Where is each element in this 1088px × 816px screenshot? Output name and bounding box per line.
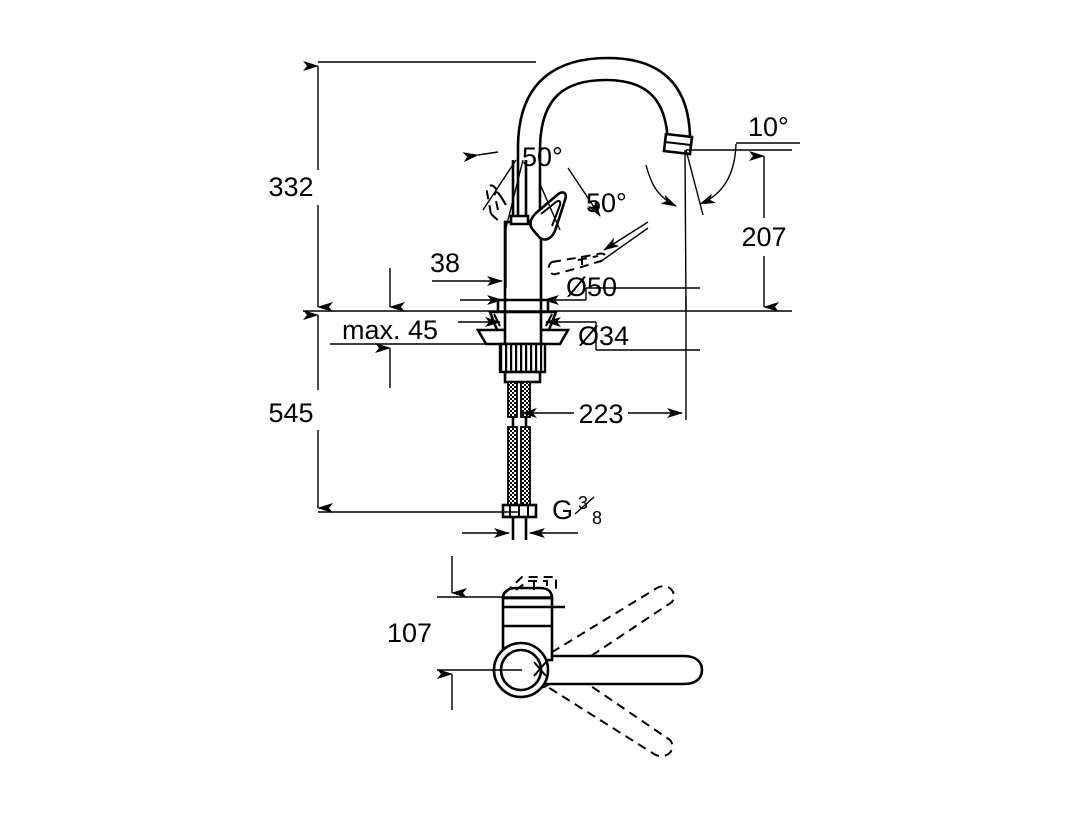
- dimension-207: 207: [686, 149, 792, 312]
- dimension-label-10deg: 10°: [748, 112, 789, 142]
- leader-50-right-b: [539, 183, 561, 231]
- dimension-label-107: 107: [387, 618, 432, 648]
- dimension-label-d50: Ø50: [566, 272, 617, 302]
- dimension-label-max45: max. 45: [342, 315, 438, 345]
- dimension-label-223: 223: [578, 399, 623, 429]
- hose-end-fitting-g38: [501, 503, 538, 540]
- dimension-d34: Ø34: [458, 317, 700, 351]
- plan-centre-cross: [533, 661, 547, 677]
- handle-lever-solid: [529, 191, 568, 241]
- plan-handle-ghost-top: [504, 576, 557, 594]
- dimension-label-332: 332: [268, 172, 313, 202]
- leader-50-left-arrow: [462, 151, 499, 163]
- handle-lever-ghost-left: [485, 184, 509, 223]
- dimension-label-545: 545: [268, 398, 313, 428]
- spout-outlet-aerator: [662, 132, 694, 156]
- hose-lower-braided: [507, 426, 531, 513]
- hose-upper-braided: [507, 381, 531, 418]
- dimension-107: 107: [387, 556, 552, 710]
- spout-swivel-annotation: 10°: [645, 112, 800, 312]
- leader-50-left-b: [505, 159, 524, 229]
- leader-50-right-c: [603, 221, 649, 251]
- spout-tilt-ray: [685, 149, 704, 216]
- dimension-223: 223: [521, 296, 687, 429]
- spout-vertical-centerline: [684, 149, 687, 312]
- thread-label-g: G: [552, 495, 573, 525]
- spout-tilt-arc-left: [645, 164, 677, 207]
- top-plan-view: [492, 576, 704, 758]
- handle-stem: [509, 160, 530, 226]
- thread-fraction-slash: [574, 496, 595, 515]
- dimension-332-545-column: 332 545: [268, 61, 536, 513]
- spout-outer-arc: [516, 56, 692, 238]
- dimension-max45: max. 45: [330, 268, 500, 388]
- leader-50-right-d: [599, 227, 649, 263]
- dimension-d50: Ø50: [460, 272, 700, 305]
- leader-50-left-a: [482, 159, 517, 211]
- plan-lever-ghost-upper: [523, 585, 675, 689]
- dimension-label-38: 38: [430, 248, 460, 278]
- dimension-label-50-right: 50°: [586, 188, 627, 218]
- escutcheon-and-washer-stack: [475, 310, 571, 346]
- dimension-label-50-left: 50°: [522, 142, 563, 172]
- faucet-body-column: [503, 220, 543, 314]
- leader-50-right-a: [567, 167, 601, 217]
- dimension-label-d34: Ø34: [578, 321, 629, 351]
- thread-label-numerator: 3: [578, 493, 588, 513]
- handle-swivel-annotations: 50° 50°: [462, 142, 649, 263]
- dimension-38: 38: [430, 222, 507, 288]
- thread-callout-g38: G 3 8: [462, 493, 602, 538]
- dimension-label-207: 207: [741, 222, 786, 252]
- locknut-knurled: [498, 342, 547, 384]
- spout-tilt-arc-right: [699, 143, 737, 205]
- thread-label-denominator: 8: [592, 508, 602, 528]
- spout-inner-arc: [538, 78, 670, 238]
